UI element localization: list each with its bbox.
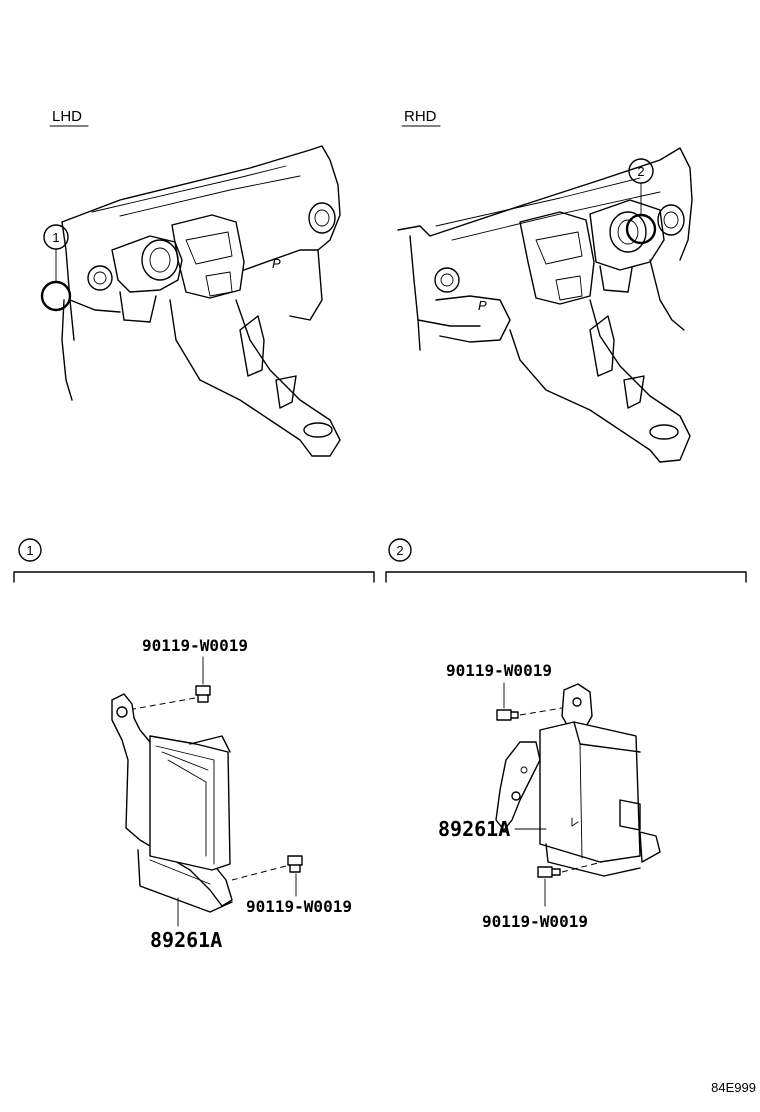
section-1-module-label: 89261A	[150, 928, 222, 952]
lhd-dashboard-drawing: LHD P 1	[40, 108, 341, 457]
section-2-module-label: 89261A	[438, 817, 510, 841]
section-1-bolt-bottom	[287, 855, 303, 873]
section-1-bolt-top-label: 90119-W0019	[142, 636, 248, 655]
section-1-bolt-bottom-label: 90119-W0019	[246, 897, 352, 916]
section-1-bolt-top	[195, 685, 211, 703]
rhd-glovebox-mark: P	[478, 298, 487, 313]
lhd-label: LHD	[52, 108, 82, 125]
rhd-callout-number: 2	[637, 164, 644, 179]
section-2-header: 2	[385, 538, 747, 583]
lhd-glovebox-mark: P	[272, 256, 281, 271]
section-2-bolt-bottom-label: 90119-W0019	[482, 912, 588, 931]
rhd-dashboard-drawing: RHD P 2	[397, 108, 693, 463]
section-2-number: 2	[396, 543, 403, 558]
section-1-module-drawing: 90119-W0019 90119-W0019 89261A	[111, 636, 352, 952]
section-2-bolt-top-label: 90119-W0019	[446, 661, 552, 680]
lhd-callout-number: 1	[52, 230, 59, 245]
section-1-bracket	[13, 571, 375, 583]
rhd-label: RHD	[404, 108, 437, 125]
section-2-bracket	[385, 571, 747, 583]
section-1-header: 1	[13, 538, 375, 583]
section-2-module-drawing: 90119-W0019 90119-W0019 89261A	[438, 661, 661, 931]
diagram-code: 84E999	[711, 1080, 756, 1095]
section-1-number: 1	[26, 543, 33, 558]
section-2-bolt-bottom	[537, 866, 561, 878]
section-2-bolt-top	[496, 709, 519, 721]
